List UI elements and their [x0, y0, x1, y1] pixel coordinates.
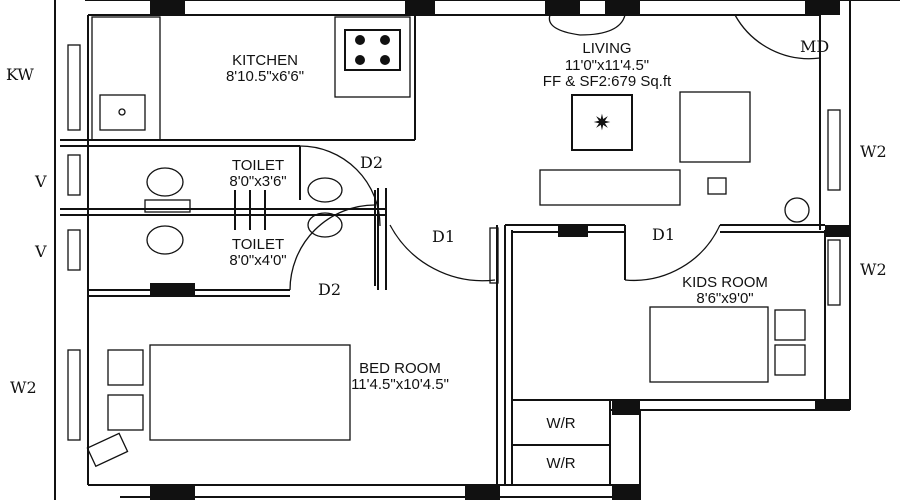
living-label: LIVING	[582, 40, 631, 57]
fixtures: ✷	[86, 14, 810, 468]
stove-icon	[344, 29, 401, 71]
sofa-icon	[679, 91, 751, 163]
kids-room-size: 8'6"x9'0"	[696, 290, 753, 307]
svg-text:✷: ✷	[593, 110, 611, 135]
kitchen-label: KITCHEN	[232, 52, 298, 69]
window-w2-label: W2	[860, 142, 887, 161]
window-w2-label: W2	[860, 260, 887, 279]
doors	[289, 14, 821, 291]
toilet1-size: 8'0"x3'6"	[229, 173, 286, 190]
wardrobe-label: W/R	[546, 415, 575, 432]
ventilator-label: V	[34, 242, 47, 261]
toilet2-size: 8'0"x4'0"	[229, 252, 286, 269]
kids-room-label: KIDS ROOM	[682, 274, 768, 291]
labels: KITCHEN 8'10.5"x6'6" LIVING 11'0"x11'4.5…	[6, 37, 887, 472]
columns	[150, 0, 850, 500]
living-size: 11'0"x11'4.5"	[565, 57, 649, 74]
windows	[67, 44, 841, 441]
sofa-icon	[539, 169, 681, 206]
door-d2-label: D2	[360, 153, 383, 172]
sink-icon	[99, 94, 146, 131]
bed-icon	[149, 344, 351, 441]
main-door-label: MD	[800, 37, 829, 56]
ventilator-label: V	[34, 172, 47, 191]
door-d1-label: D1	[432, 227, 455, 246]
window-kw-label: KW	[6, 65, 34, 84]
wardrobe-label: W/R	[546, 455, 575, 472]
kitchen-size: 8'10.5"x6'6"	[226, 68, 304, 85]
wc-icon	[146, 167, 184, 197]
door-d2-label: D2	[318, 280, 341, 299]
wc-icon	[146, 225, 184, 255]
tv-unit-icon	[548, 14, 626, 36]
toilet2-label: TOILET	[232, 236, 284, 253]
bedroom-size: 11'4.5"x10'4.5"	[351, 376, 449, 393]
door-d1-label: D1	[652, 225, 675, 244]
window-w2-label: W2	[10, 378, 37, 397]
kids-bed-icon	[649, 306, 769, 383]
living-area: FF & SF2:679 Sq.ft	[543, 73, 672, 90]
toilet1-label: TOILET	[232, 157, 284, 174]
walls	[54, 0, 900, 500]
coffee-table-icon	[571, 94, 633, 151]
bedroom-label: BED ROOM	[359, 360, 441, 377]
